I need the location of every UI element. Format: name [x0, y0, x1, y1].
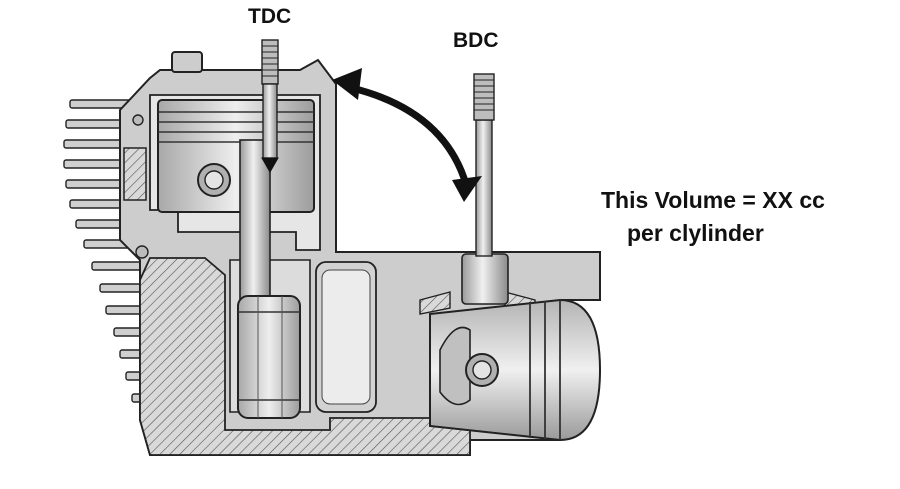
transfer-port-section [419, 291, 451, 315]
volume-label-line2: per clylinder [627, 220, 764, 246]
connecting-rod-tdc [237, 139, 301, 419]
tdc-label: TDC [248, 5, 292, 28]
depth-gauge-tdc [261, 39, 279, 174]
gasket-block [123, 147, 147, 201]
arrow-head-right [452, 176, 482, 202]
bdc-label: BDC [453, 29, 499, 52]
tdc-bdc-arrow [332, 68, 482, 202]
piston-bdc [429, 298, 602, 442]
depth-gauge-bdc [461, 73, 509, 305]
volume-label-line1: This Volume = XX cc [601, 187, 825, 213]
piston-tdc [157, 99, 315, 213]
crankcase-section [139, 257, 471, 456]
arrow-head-left [332, 68, 362, 100]
